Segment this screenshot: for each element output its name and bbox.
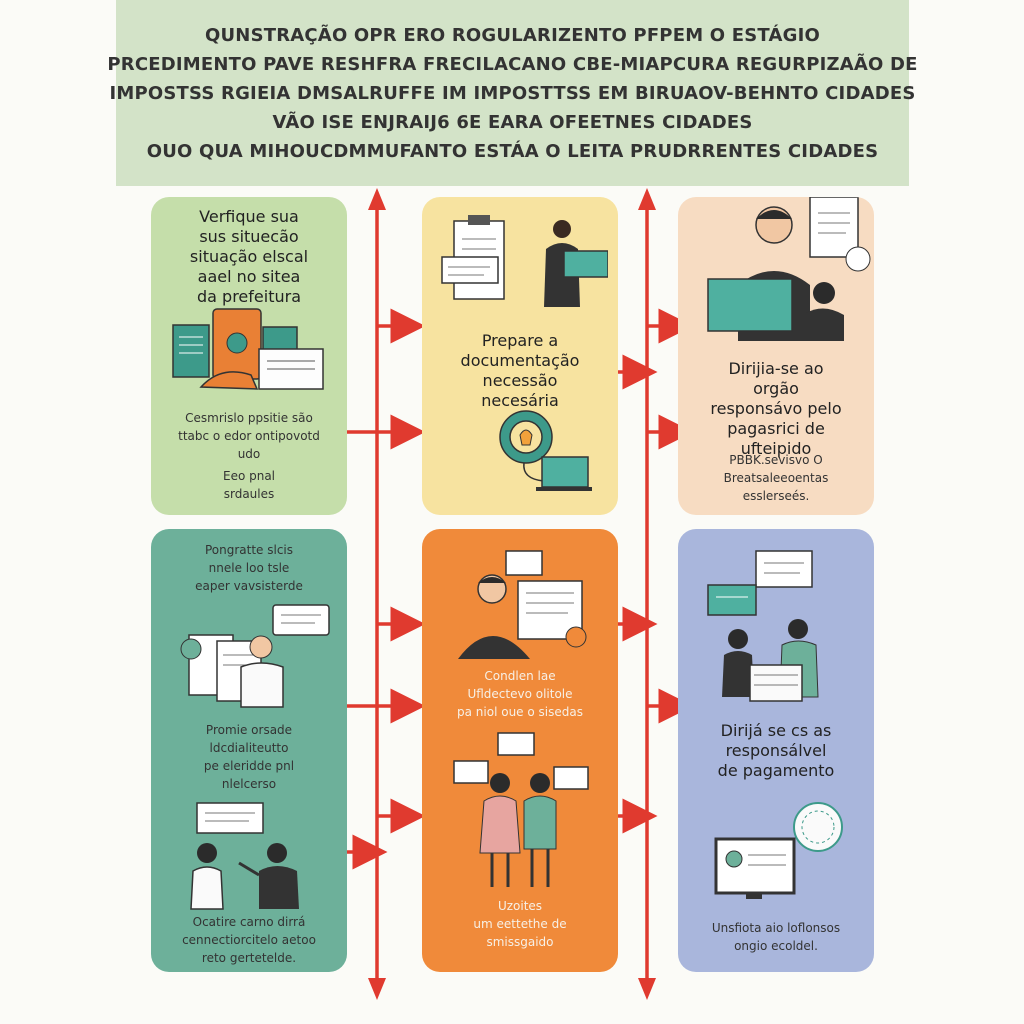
card-5-text-1: Condlen lae Ufldectevo olitole pa niol o… (457, 669, 583, 719)
payment-desk-illustration (707, 550, 819, 702)
lightbulb-gear-icon (499, 410, 592, 491)
header-line-1: QUNSTRAÇÃO OPR ERO ROGULARIZENTO PFPEM O… (204, 24, 820, 46)
header-line-2: PRCEDIMENTO PAVE RESHFRA FRECILACANO CBE… (107, 53, 918, 75)
documents-illustration (172, 308, 324, 390)
step-card-prepare: Prepare a documentação necessão necesári… (422, 197, 618, 515)
checklist-illustration (441, 215, 608, 307)
card-3-title: Dirijia-se ao orgão responsávo pelo paga… (710, 359, 842, 458)
card-1-text-1: Cesmrislo ppsitie são ttabc o edor ontip… (178, 411, 320, 461)
card-6-text-1: Unsfiota aio loflonsos ongio ecoldel. (711, 921, 841, 953)
monitor-seal-illustration (714, 802, 843, 899)
card-1-title: Verfique sua sus situecão situação elsca… (189, 207, 309, 306)
arrow-head-down-right (638, 978, 656, 1000)
header-line-5: OUO QUA MIHOUCDMMUFANTO ESTÁA O LEITA PR… (146, 140, 879, 162)
card-5-text-2: Uzoites um eettethe de smissgaido (473, 899, 567, 949)
step-card-consultation: Pongratte slcis nnele loo tsle eaper vav… (151, 529, 347, 972)
card-3-text-1: PBBK.sevisvo O Breatsaleeoentas esslerse… (723, 453, 829, 503)
header-line-3: IMPOSTSS RGIEIA DMSALRUFFE IM IMPOSTTSS … (109, 82, 916, 104)
doctor-consult-illustration (180, 604, 330, 708)
people-chat-illustration (453, 732, 589, 887)
presenter-illustration (458, 550, 587, 659)
step-card-verify: Verfique sua sus situecão situação elsca… (151, 197, 347, 515)
arrow-head-down-left (368, 978, 386, 1000)
step-card-agency: Dirijia-se ao orgão responsávo pelo paga… (678, 197, 874, 515)
clerk-illustration (707, 197, 871, 341)
card-4-text-2: Promie orsade ldcdialiteutto pe eleridde… (203, 723, 295, 791)
card-4-text-3: Ocatire carno dirrá cennectiorcitelo aet… (182, 915, 316, 965)
card-6-title: Dirijá se cs as responsálvel de pagament… (717, 721, 835, 780)
header-banner: QUNSTRAÇÃO OPR ERO ROGULARIZENTO PFPEM O… (107, 0, 917, 186)
conversation-illustration (190, 802, 299, 910)
card-2-title: Prepare a documentação necessão necesári… (460, 331, 580, 410)
card-4-text-1: Pongratte slcis nnele loo tsle eaper vav… (195, 543, 303, 593)
step-card-payment: Dirijá se cs as responsálvel de pagament… (678, 529, 874, 972)
step-card-conditions: Condlen lae Ufldectevo olitole pa niol o… (422, 529, 618, 972)
card-1-text-2: Eeo pnal srdaules (222, 469, 276, 501)
arrow-head-up-right (638, 188, 656, 210)
header-line-4: VÃO ISE ENJRAIJ6 6E EARA OFEETNES CIDADE… (272, 111, 753, 133)
arrow-head-up-left (368, 188, 386, 210)
